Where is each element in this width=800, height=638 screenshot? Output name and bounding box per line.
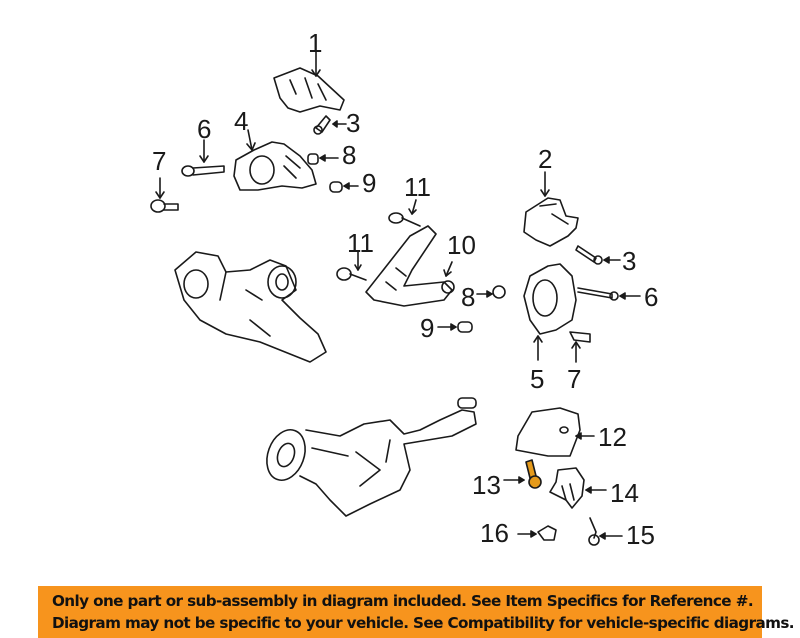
part-12-plate-icon bbox=[515, 407, 595, 457]
part-5-mount-icon bbox=[523, 263, 577, 361]
callout-7-upper: 7 bbox=[152, 146, 167, 176]
callout-4: 4 bbox=[234, 106, 249, 136]
disclaimer-line-2: Diagram may not be specific to your vehi… bbox=[52, 614, 795, 632]
callout-8-upper: 8 bbox=[342, 140, 357, 170]
part-3-stud-icon bbox=[313, 115, 347, 135]
part-7-bolt-right-icon bbox=[569, 331, 591, 363]
part-11-bolt-upper-icon bbox=[388, 199, 421, 227]
rear-differential-icon bbox=[266, 397, 477, 517]
part-4-mount-icon bbox=[233, 129, 317, 191]
callout-7-right: 7 bbox=[567, 364, 582, 394]
front-differential-icon bbox=[174, 251, 327, 363]
callout-12: 12 bbox=[598, 422, 627, 452]
callout-6-right: 6 bbox=[644, 282, 659, 312]
part-8-nut-icon bbox=[307, 153, 339, 165]
part-6-bolt-icon bbox=[181, 139, 225, 177]
callout-3-right: 3 bbox=[622, 246, 637, 276]
parts-diagram: 1 2 3 3 4 5 6 6 7 7 8 8 9 9 10 11 11 12 … bbox=[150, 28, 659, 550]
parts-diagram-drawing bbox=[150, 51, 641, 546]
callout-10: 10 bbox=[447, 230, 476, 260]
disclaimer-line-1: Only one part or sub-assembly in diagram… bbox=[52, 592, 754, 610]
callout-2: 2 bbox=[538, 144, 553, 174]
part-1-bracket-icon bbox=[273, 51, 345, 113]
callout-9-lower: 9 bbox=[420, 313, 435, 343]
callout-3-upper: 3 bbox=[346, 108, 361, 138]
part-11-bolt-lower-icon bbox=[336, 251, 367, 281]
callout-14: 14 bbox=[610, 478, 639, 508]
callout-13: 13 bbox=[472, 470, 501, 500]
callout-16: 16 bbox=[480, 518, 509, 548]
callout-11-lower: 11 bbox=[347, 228, 374, 258]
part-2-mount-icon bbox=[523, 171, 579, 247]
callout-6-upper: 6 bbox=[197, 114, 212, 144]
callout-11-upper: 11 bbox=[404, 172, 431, 202]
part-15-bolt-icon bbox=[588, 517, 623, 546]
part-9-nut-icon bbox=[329, 181, 359, 193]
part-10-crossmember-icon bbox=[365, 225, 455, 307]
disclaimer-banner: Only one part or sub-assembly in diagram… bbox=[38, 586, 795, 638]
part-14-bracket-icon bbox=[549, 467, 607, 509]
part-3-bolt-right-icon bbox=[575, 245, 621, 265]
part-9-nut-lower-icon bbox=[437, 321, 473, 333]
callout-8-lower: 8 bbox=[461, 282, 476, 312]
part-8-nut-lower-icon bbox=[476, 285, 506, 299]
callout-9-upper: 9 bbox=[362, 168, 377, 198]
part-16-nut-icon bbox=[517, 525, 557, 541]
part-6-bolt-right-icon bbox=[577, 287, 641, 301]
part-7-bolt-icon bbox=[150, 177, 179, 213]
callout-15: 15 bbox=[626, 520, 655, 550]
part-13-highlighted-bolt-icon bbox=[503, 459, 542, 489]
callout-5: 5 bbox=[530, 364, 545, 394]
callout-1: 1 bbox=[308, 28, 323, 58]
